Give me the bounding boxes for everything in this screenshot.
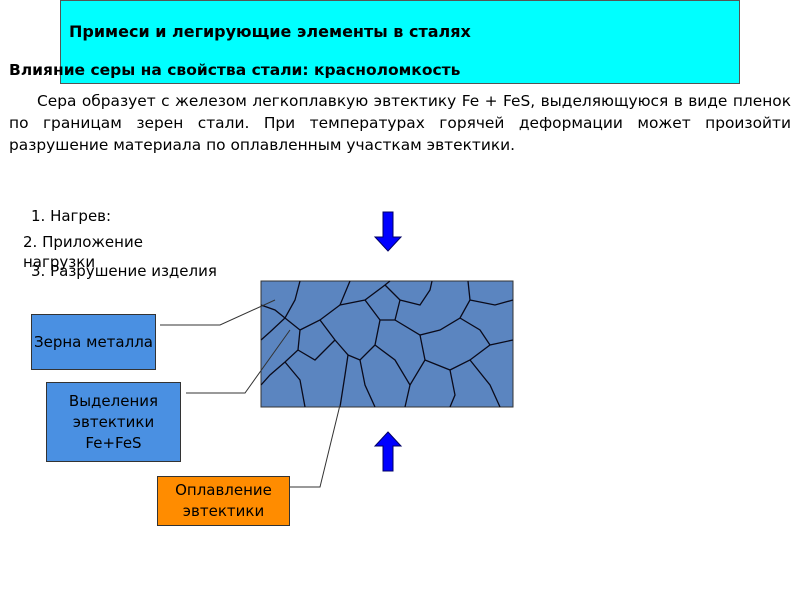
step-load: 2. Приложение нагрузки	[23, 233, 143, 271]
leader-eutectic	[186, 329, 291, 394]
label-grains-text: Зерна металла	[34, 332, 153, 351]
step-failure: 3. Разрушение изделия	[31, 262, 217, 280]
leader-melting	[290, 404, 341, 488]
label-eutectic-text: Выделения эвтектики Fe+FeS	[68, 391, 159, 452]
label-eutectic: Выделения эвтектики Fe+FeS	[46, 382, 181, 462]
steel-block	[260, 280, 514, 408]
slide-title: Примеси и легирующие элементы в сталях	[69, 22, 471, 41]
arrow-up-icon	[373, 431, 403, 472]
step-heating: 1. Нагрев:	[31, 207, 112, 225]
label-melting-text: Оплавление эвтектики	[175, 481, 272, 520]
label-grains: Зерна металла	[31, 314, 156, 370]
grain-boundaries	[260, 280, 514, 408]
title-banner	[60, 0, 740, 84]
arrow-down-icon	[373, 211, 403, 252]
label-melting: Оплавление эвтектики	[157, 476, 290, 526]
leader-grains	[160, 299, 276, 326]
slide-subtitle: Влияние серы на свойства стали: красноло…	[9, 61, 461, 79]
description-paragraph: Сера образует с железом легкоплавкую эвт…	[9, 92, 791, 154]
leader-lines	[160, 299, 341, 488]
